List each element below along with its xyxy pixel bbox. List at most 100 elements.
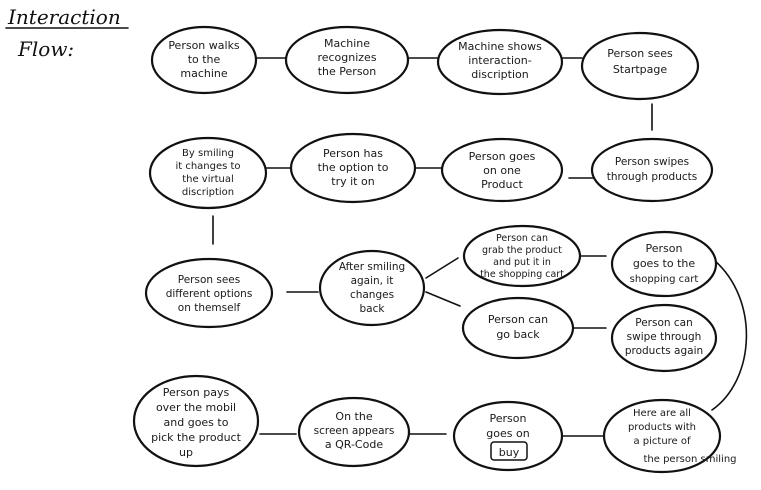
node-text-line: buy [499, 446, 520, 459]
connector-12-18 [711, 259, 748, 411]
node-text-line: pick the product [151, 431, 241, 444]
node-text-line: the person smiling [643, 454, 736, 465]
node-bubble [610, 230, 718, 298]
node-text-line: to the [188, 53, 221, 66]
node-text-line: back [360, 303, 386, 315]
node-bubble [462, 224, 582, 288]
node-text-line: interaction- [468, 54, 531, 67]
node-text-line: goes to the [633, 257, 696, 270]
node-text-line: Product [481, 178, 523, 191]
node-text-line: Person sees [607, 47, 673, 60]
node-bubble [440, 137, 564, 203]
node-text-line: machine [180, 67, 228, 80]
node-text-line: Person goes [469, 150, 536, 163]
node-person-swipes: Person swipes through products [590, 137, 714, 203]
node-text-line: Here are all [633, 408, 691, 419]
node-qr-code-appears: On the screen appears a QR-Code [297, 396, 411, 468]
node-text-line: Person pays [163, 386, 230, 399]
node-text-line: On the [335, 410, 372, 423]
node-text-line: Person [490, 412, 527, 425]
node-text-line: discription [471, 68, 528, 81]
node-bubble [132, 374, 260, 468]
node-bubble [436, 28, 564, 96]
node-text-line: recognizes [317, 51, 376, 64]
node-text-line: the virtual [182, 174, 234, 185]
node-text-line: Startpage [613, 63, 668, 76]
node-text-line: over the mobil [156, 401, 236, 414]
node-machine-recognizes: Machine recognizes the Person [284, 25, 410, 95]
node-bubble [590, 137, 714, 203]
node-text-line: screen appears [314, 425, 395, 437]
node-goes-to-cart: Person goes to the shopping cart [610, 230, 718, 298]
node-text-line: and goes to [164, 416, 229, 429]
node-can-go-back: Person can go back [461, 296, 575, 360]
node-text-line: products again [625, 345, 703, 357]
node-text-line: up [179, 446, 193, 459]
node-text-line: Machine [324, 37, 370, 50]
connector-10-11 [425, 257, 459, 279]
node-bubble [461, 296, 575, 360]
node-bubble [148, 136, 268, 210]
node-bubble [289, 132, 417, 204]
node-text-line: grab the product [482, 245, 562, 256]
node-person-goes-on-product: Person goes on one Product [440, 137, 564, 203]
node-products-with-picture: Here are all products with a picture of … [602, 398, 737, 474]
node-text-line: a picture of [633, 436, 691, 447]
diagram-title: Interaction Flow: [5, 5, 129, 61]
node-bubble [150, 25, 258, 95]
title-line-2: Flow: [17, 37, 74, 61]
node-grab-product: Person can grab the product and put it i… [462, 224, 582, 288]
node-text-line: Person walks [168, 39, 240, 52]
node-text-line: swipe through [627, 331, 702, 343]
node-text-line: go back [496, 328, 540, 341]
node-text-line: After smiling [339, 261, 405, 273]
node-bubble [297, 396, 411, 468]
node-text-line: on themself [178, 302, 241, 314]
node-text-line: Person can [488, 313, 548, 326]
node-text-line: shopping cart [630, 274, 699, 285]
node-text-line: Person sees [178, 274, 240, 286]
node-text-line: Person has [323, 147, 383, 160]
buy-box [490, 441, 528, 461]
node-text-line: and put it in [493, 257, 551, 268]
node-bubble [610, 303, 718, 373]
node-text-line: through products [607, 171, 697, 183]
node-person-sees-options: Person sees different options on themsel… [144, 257, 274, 329]
node-person-walks: Person walks to the machine [150, 25, 258, 95]
node-goes-on-buy: Person goes on buy [452, 400, 564, 472]
node-by-smiling: By smiling it changes to the virtual dis… [148, 136, 268, 210]
connectors [212, 57, 748, 437]
node-after-smiling-again: After smiling again, it changes back [318, 249, 426, 327]
node-bubble [602, 398, 722, 474]
node-person-sees-startpage: Person sees Startpage [580, 31, 700, 101]
node-text-line: Person [646, 242, 683, 255]
node-bubble [318, 249, 426, 327]
node-swipe-again: Person can swipe through products again [610, 303, 718, 373]
node-bubble [580, 31, 700, 101]
node-bubble [452, 400, 564, 472]
node-text-line: discription [182, 187, 234, 198]
node-text-line: changes [350, 289, 394, 301]
node-text-line: Person can [635, 317, 692, 329]
node-text-line: the shopping cart [480, 269, 564, 280]
node-person-pays: Person pays over the mobil and goes to p… [132, 374, 260, 468]
node-text-line: the option to [318, 161, 389, 174]
node-text-line: Machine shows [458, 40, 542, 53]
node-text-line: the Person [318, 65, 377, 78]
node-text-line: Person swipes [615, 156, 689, 168]
node-text-line: goes on [486, 427, 529, 440]
node-text-line: it changes to [175, 161, 240, 172]
node-text-line: a QR-Code [325, 438, 383, 451]
node-text-line: products with [628, 422, 696, 433]
node-text-line: By smiling [182, 148, 234, 159]
node-text-line: different options [166, 288, 253, 300]
node-machine-shows-description: Machine shows interaction- discription [436, 28, 564, 96]
node-text-line: on one [483, 164, 521, 177]
node-text-line: again, it [351, 275, 394, 287]
node-bubble [284, 25, 410, 95]
connector-10-13 [425, 291, 461, 307]
node-person-has-option: Person has the option to try it on [289, 132, 417, 204]
node-text-line: Person can [496, 233, 548, 244]
title-line-1: Interaction [7, 5, 121, 29]
